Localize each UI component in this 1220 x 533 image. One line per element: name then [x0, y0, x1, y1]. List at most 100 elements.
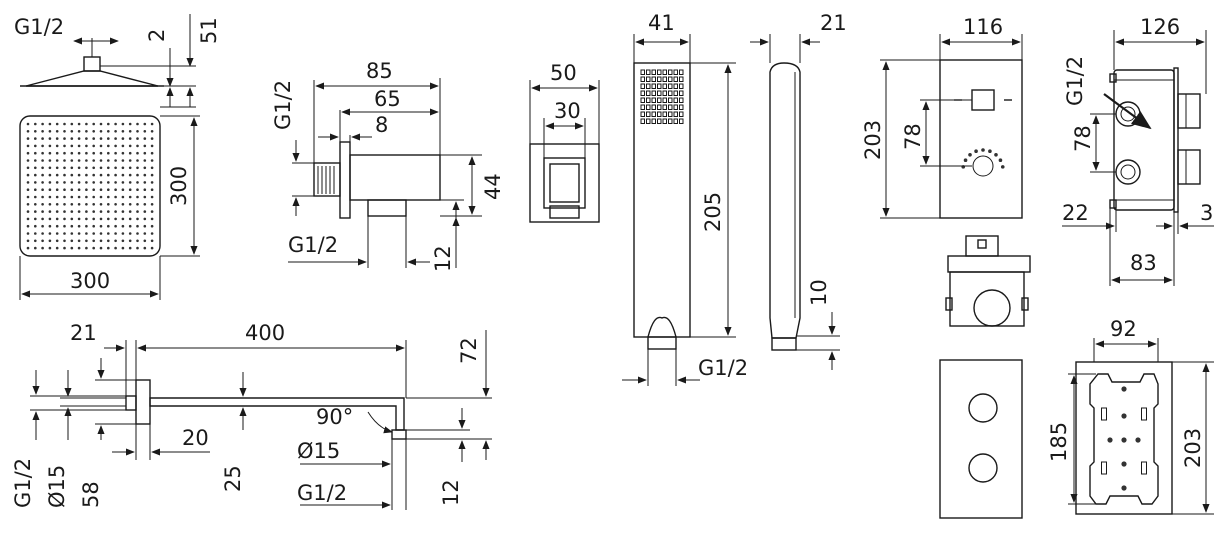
- nozzle-dot: [114, 246, 117, 250]
- nozzle-dot: [63, 217, 66, 221]
- nozzle-dot: [143, 151, 147, 155]
- nozzle-dot: [150, 130, 154, 133]
- mixer-front-dim-78: 78: [901, 123, 925, 150]
- nozzle-dot: [70, 217, 74, 221]
- nozzle-dot: [136, 195, 139, 199]
- nozzle-dot: [41, 188, 44, 191]
- nozzle-dot: [150, 203, 154, 206]
- elbow-outlet: [367, 199, 407, 217]
- handshower-length-label: 205: [701, 192, 725, 232]
- handshower-bottom-notch: [647, 316, 677, 338]
- spray-square: [646, 83, 651, 89]
- spray-square: [657, 90, 662, 96]
- mixer-side-knob-lower: [1177, 149, 1201, 185]
- nozzle-dot: [26, 159, 30, 162]
- arm-outlet: [391, 429, 407, 440]
- mixer-front-width-label: 116: [963, 15, 1003, 39]
- nozzle-dot: [34, 144, 37, 148]
- nozzle-dot: [99, 224, 103, 228]
- arm-dim-21: 21: [70, 321, 97, 345]
- nozzle-dot: [26, 166, 30, 170]
- nozzle-dot: [77, 130, 81, 133]
- spray-square: [657, 118, 662, 124]
- nozzle-dot: [34, 173, 37, 177]
- nozzle-dot: [63, 181, 66, 184]
- arm-dim-72: 72: [457, 337, 481, 364]
- nozzle-dot: [150, 188, 154, 191]
- nozzle-dot: [34, 232, 37, 235]
- faceplate-knob-lower: [968, 453, 998, 483]
- spray-square: [673, 97, 678, 103]
- nozzle-dot: [48, 203, 52, 206]
- spray-square: [657, 69, 662, 75]
- nozzle-dot: [136, 151, 139, 155]
- spray-square: [662, 90, 667, 96]
- showerhead-height-label: 300: [167, 166, 191, 206]
- nozzle-dot: [128, 217, 132, 221]
- nozzle-dot: [41, 232, 44, 235]
- nozzle-dot: [63, 159, 66, 162]
- nozzle-dot: [128, 210, 132, 213]
- nozzle-dot: [92, 203, 95, 206]
- nozzle-dot: [92, 217, 95, 221]
- nozzle-dot: [77, 195, 81, 199]
- nozzle-dot: [128, 166, 132, 170]
- handshower-depth-label: 21: [820, 11, 847, 35]
- nozzle-dot: [99, 181, 103, 184]
- nozzle-dot: [26, 130, 30, 133]
- spray-square: [662, 69, 667, 75]
- nozzle-dot: [136, 224, 139, 228]
- spray-square: [679, 104, 684, 110]
- spray-square: [640, 111, 645, 117]
- nozzle-dot: [48, 246, 52, 250]
- nozzle-dot: [70, 188, 74, 191]
- mixer-side-width-label: 126: [1140, 15, 1180, 39]
- nozzle-dot: [114, 224, 117, 228]
- nozzle-dot: [55, 224, 59, 228]
- nozzle-dot: [34, 239, 37, 243]
- arm-outlet-thread: G1/2: [297, 481, 347, 505]
- box-slot: [1101, 461, 1107, 475]
- nozzle-dot: [150, 181, 154, 184]
- nozzle-dot: [92, 224, 95, 228]
- mixer-bracket-bottom: [1109, 199, 1117, 209]
- elbow-dim-8: 8: [375, 113, 388, 137]
- nozzle-dot: [34, 159, 37, 162]
- holder-dim-30: 30: [554, 99, 581, 123]
- mixer-upper-knob: [971, 89, 995, 111]
- spray-square: [668, 76, 673, 82]
- nozzle-dot: [107, 159, 110, 162]
- spray-square: [640, 83, 645, 89]
- spray-square: [679, 111, 684, 117]
- handshower-spray-grid: [640, 69, 684, 124]
- nozzle-dot: [128, 232, 132, 235]
- nozzle-dot: [107, 203, 110, 206]
- nozzle-dot: [77, 239, 81, 243]
- nozzle-dot: [114, 122, 117, 126]
- spray-square: [646, 76, 651, 82]
- nozzle-dot: [150, 173, 154, 177]
- box-inner-height-label: 185: [1047, 422, 1071, 462]
- spray-square: [646, 69, 651, 75]
- arm-dim-58: 58: [79, 481, 103, 508]
- spray-square: [640, 118, 645, 124]
- mixer-box-side: [1113, 69, 1175, 211]
- handshower-drawing: 41 205 G1/2 21 10: [622, 11, 847, 386]
- box-hole: [1107, 437, 1113, 443]
- box-hole: [1121, 437, 1127, 443]
- spray-square: [673, 76, 678, 82]
- nozzle-dot: [107, 210, 110, 213]
- nozzle-dot: [143, 239, 147, 243]
- nozzle-dot: [114, 166, 117, 170]
- nozzle-dot: [150, 151, 154, 155]
- nozzle-dot: [48, 130, 52, 133]
- spray-square: [673, 111, 678, 117]
- nozzle-dot: [143, 188, 147, 191]
- nozzle-dot: [114, 137, 117, 140]
- nozzle-dot: [63, 173, 66, 177]
- nozzle-dot: [128, 137, 132, 140]
- spray-square: [640, 90, 645, 96]
- mixer-side-dim-22: 22: [1062, 201, 1089, 225]
- nozzle-dot: [26, 203, 30, 206]
- nozzle-dot: [48, 210, 52, 213]
